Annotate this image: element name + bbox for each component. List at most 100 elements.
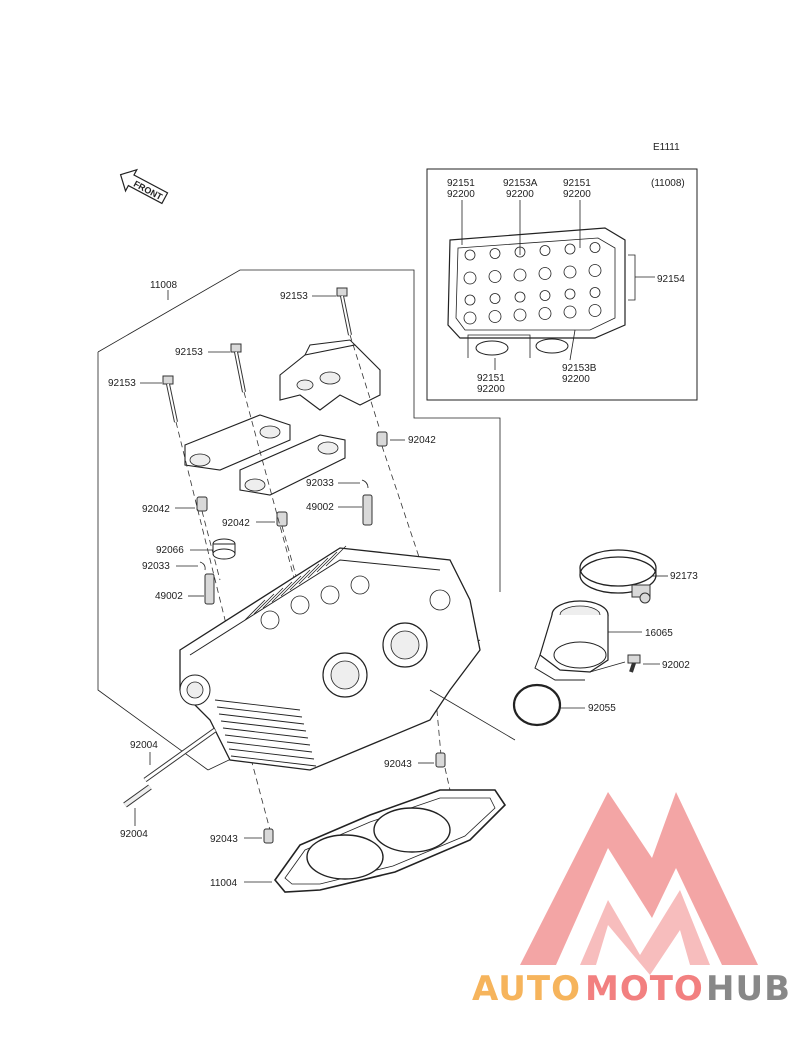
inset-label-br-b: 92200 (562, 374, 590, 385)
inset-label-tr-b: 92200 (563, 189, 591, 200)
cam-cap-right (279, 339, 381, 411)
inset-detail: (11008) 92151 92200 92153A 92200 92151 9… (426, 168, 698, 401)
inset-bolt (539, 290, 551, 301)
label-guide-left: 49002 (155, 591, 183, 602)
cooling-fin (298, 563, 320, 585)
cooling-fin (226, 741, 313, 753)
inset-label-right: 92154 (657, 274, 685, 285)
inset-bolt (589, 242, 601, 253)
inset-label-tl-b: 92200 (447, 189, 475, 200)
guide-right (362, 494, 373, 526)
inset-label-tm-a: 92153A (503, 178, 538, 189)
inset-title: (11008) (651, 178, 685, 189)
watermark-text: AUTO MOTO HUB (472, 969, 791, 1009)
head-gasket (273, 789, 507, 893)
cooling-fin (228, 748, 315, 760)
inset-bolt (488, 310, 502, 323)
label-dowel-left: 92042 (142, 504, 170, 515)
dowel-left (196, 496, 208, 512)
cooling-fin (262, 587, 284, 609)
hose-clamp (579, 549, 657, 604)
label-cylinder-head: 11008 (150, 280, 178, 291)
label-seal: 92066 (156, 545, 184, 556)
inset-bolt (489, 293, 501, 304)
watermark-logo (520, 792, 758, 975)
inset-bolt (489, 248, 501, 259)
inset-label-bl-b: 92200 (477, 384, 505, 395)
label-oring: 92055 (588, 703, 616, 714)
inset-label-tl-a: 92151 (447, 178, 475, 189)
inset-bolt (564, 288, 576, 300)
label-bolt-top: 92153 (280, 291, 308, 302)
cooling-fin (216, 706, 303, 718)
stud-lower (123, 784, 152, 808)
label-dowel-gasket-left: 92043 (210, 834, 238, 845)
inset-bolt (588, 304, 602, 317)
inset-bolt (464, 294, 476, 306)
cooling-fin (271, 581, 293, 603)
guide-left (204, 573, 215, 605)
cooling-fin (220, 720, 307, 732)
inset-bolt (563, 305, 577, 319)
bolt-top (336, 287, 352, 336)
label-dowel-right: 92042 (408, 435, 436, 446)
cooling-fin (325, 545, 347, 567)
cooling-fin (244, 599, 266, 621)
inset-bolt (589, 287, 601, 298)
watermark-hub: HUB (706, 969, 791, 1009)
cam-cap-center (239, 434, 346, 496)
cooling-fin (222, 727, 309, 739)
clip-right (361, 479, 369, 489)
label-bolt-mid: 92153 (175, 347, 203, 358)
inset-bolt (513, 308, 527, 322)
front-arrow: FRONT (119, 168, 169, 205)
cooling-fin (307, 557, 329, 579)
throttle-holder (534, 600, 609, 681)
cooling-fin (214, 699, 301, 711)
inset-label-br-a: 92153B (562, 363, 597, 374)
label-clip-right: 92033 (306, 478, 334, 489)
diagram-code: E1111 (653, 142, 680, 153)
inset-bolt (488, 270, 502, 283)
bolt-mid (230, 343, 246, 393)
inset-bolt (563, 265, 577, 279)
inset-bolt (464, 249, 476, 261)
stud-upper (143, 727, 217, 783)
label-clamp: 92173 (670, 571, 698, 582)
cooling-fin (218, 713, 305, 725)
inset-bolt (564, 243, 576, 255)
dowel-right (376, 431, 388, 447)
label-dowel-gasket-right: 92043 (384, 759, 412, 770)
label-dowel-center: 92042 (222, 518, 250, 529)
cam-cap-left (184, 414, 291, 471)
cooling-fin (289, 569, 311, 591)
inset-bolt (538, 267, 552, 280)
label-gasket: 11004 (210, 878, 238, 889)
cooling-fin (280, 575, 302, 597)
dowel-gasket-right (435, 752, 446, 768)
inset-bolt (588, 264, 602, 277)
label-guide-right: 49002 (306, 502, 334, 513)
o-ring (512, 683, 562, 727)
inset-label-tr-a: 92151 (563, 178, 591, 189)
dowel-gasket-left (263, 828, 274, 844)
label-screw: 92002 (662, 660, 690, 671)
inset-label-bl-a: 92151 (477, 373, 505, 384)
assembly-outline (97, 269, 501, 592)
label-clip-left: 92033 (142, 561, 170, 572)
cooling-fin (253, 593, 275, 615)
inset-bolt (538, 307, 552, 320)
cooling-fin (316, 551, 338, 573)
valve-seal (212, 538, 236, 560)
cooling-fin (230, 755, 317, 767)
cooling-fin (224, 734, 311, 746)
label-holder: 16065 (645, 628, 673, 639)
inset-bolt (539, 245, 551, 256)
watermark-moto: MOTO (585, 969, 704, 1009)
cylinder-head (179, 545, 481, 771)
label-stud-lower: 92004 (120, 829, 148, 840)
holder-screw (627, 654, 641, 673)
inset-label-tm-b: 92200 (506, 189, 534, 200)
